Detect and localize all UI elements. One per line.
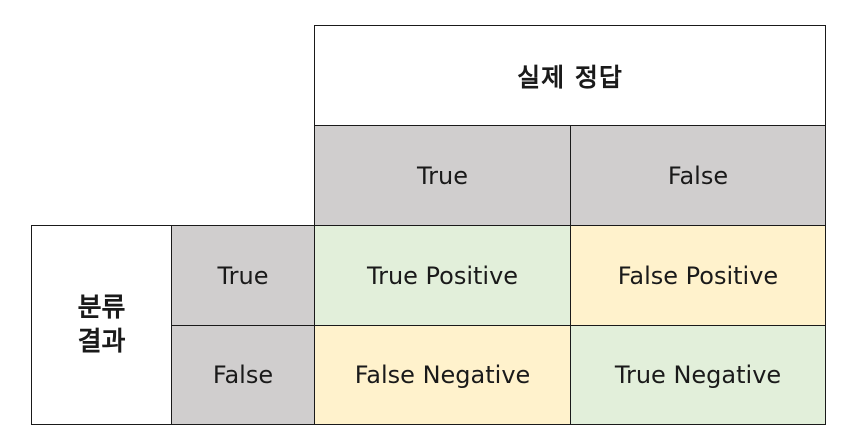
column-header-false: False [570,125,826,226]
true-positive-cell: True Positive [314,225,571,326]
true-negative-label: True Negative [614,361,782,389]
column-header-true: True [314,125,571,226]
row-header-false-label: False [212,361,274,389]
actual-answer-label: 실제 정답 [517,62,623,92]
false-positive-label: False Positive [617,261,779,290]
false-negative-label: False Negative [354,361,531,389]
classification-result-label-line2: 결과 [77,327,126,357]
column-header-false-label: False [667,161,729,190]
true-negative-cell: True Negative [570,325,826,425]
false-negative-cell: False Negative [314,325,571,425]
classification-result-header: 분류 결과 [31,225,172,425]
row-header-true: True [171,225,315,326]
actual-answer-header: 실제 정답 [314,25,826,126]
classification-result-label-line1: 분류 [77,293,126,323]
true-positive-label: True Positive [366,261,519,290]
column-header-true-label: True [417,161,468,190]
row-header-false: False [171,325,315,425]
row-header-true-label: True [217,261,269,290]
false-positive-cell: False Positive [570,225,826,326]
